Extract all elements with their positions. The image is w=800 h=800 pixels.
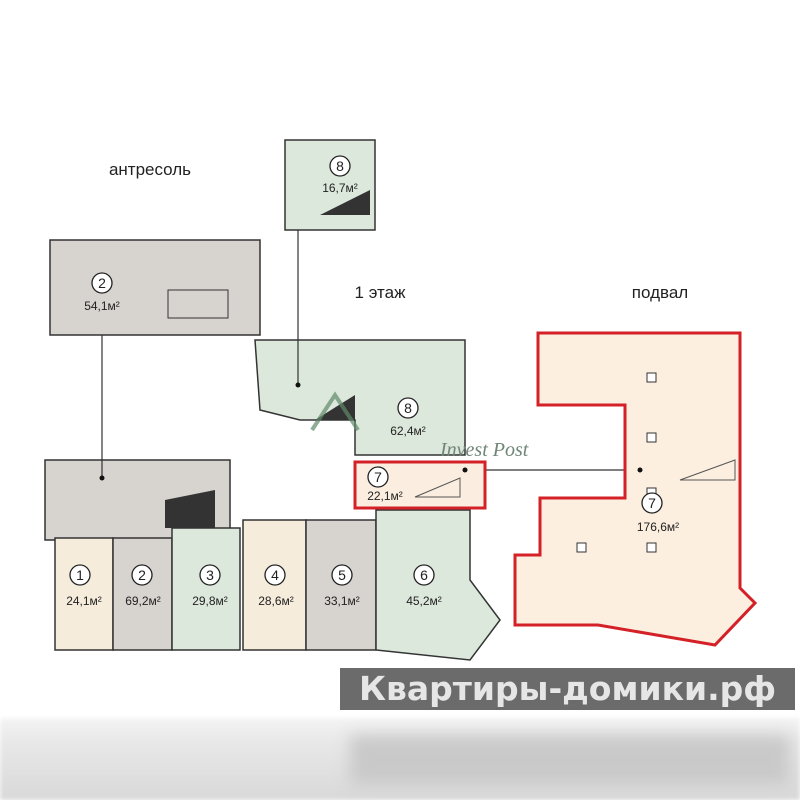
- room-base-7[interactable]: [513, 331, 758, 647]
- room-area: 28,6м²: [258, 594, 294, 608]
- site-watermark: Квартиры-домики.рф: [340, 668, 795, 710]
- room-area: 45,2м²: [406, 594, 442, 608]
- room-area: 22,1м²: [367, 489, 403, 503]
- room-area: 16,7м²: [322, 181, 358, 195]
- room-area: 24,1м²: [66, 594, 102, 608]
- room-area: 54,1м²: [84, 299, 120, 313]
- room-2[interactable]: [112, 537, 173, 651]
- room-ff-8[interactable]: [254, 339, 466, 456]
- room-3[interactable]: [171, 527, 241, 651]
- room-area: 29,8м²: [192, 594, 228, 608]
- room-number: 7: [374, 469, 382, 485]
- label-basement: подвал: [632, 283, 688, 302]
- room-number: 2: [138, 567, 146, 583]
- room-mezz-2[interactable]: [49, 239, 261, 336]
- room-area: 33,1м²: [324, 594, 360, 608]
- room-number: 8: [336, 158, 344, 174]
- room-number: 5: [338, 567, 346, 583]
- room-number: 4: [271, 567, 279, 583]
- invest-post-logo-icon: [310, 391, 360, 432]
- label-mezzanine: антресоль: [109, 160, 191, 179]
- room-number: 6: [420, 567, 428, 583]
- room-number: 2: [98, 275, 106, 291]
- room-area: 69,2м²: [125, 594, 161, 608]
- label-first-floor: 1 этаж: [355, 283, 407, 302]
- room-number: 1: [76, 567, 84, 583]
- room-number: 3: [206, 567, 214, 583]
- room-number: 8: [404, 400, 412, 416]
- room-area: 176,6м²: [637, 520, 679, 534]
- room-number: 7: [648, 495, 656, 511]
- blurred-reflection: [350, 735, 790, 785]
- room-area: 62,4м²: [390, 424, 426, 438]
- invest-post-watermark: Invest Post: [439, 439, 529, 461]
- room-6[interactable]: [375, 509, 501, 661]
